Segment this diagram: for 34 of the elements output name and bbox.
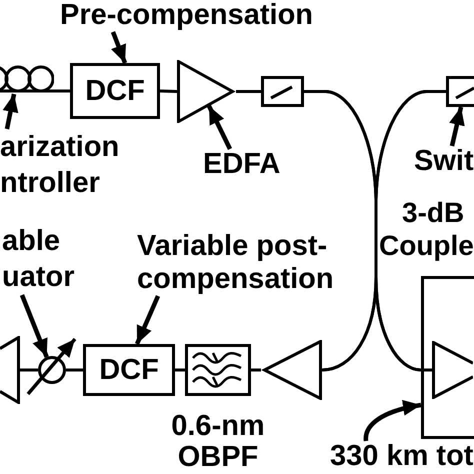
fiber-line (374, 90, 446, 372)
component-box: DCF (83, 344, 175, 396)
amplifier-triangle (432, 341, 473, 399)
fiber-coil (0, 65, 54, 93)
fiber-line (160, 90, 178, 93)
fiber-line (20, 368, 38, 372)
callout-text: EDFA (203, 149, 280, 181)
callout-text: able uator (2, 223, 82, 295)
leader-arrow (134, 295, 160, 345)
fiber-line (175, 368, 185, 372)
loop-frame (421, 276, 474, 439)
fiber-line (66, 368, 83, 372)
leader-arrow (2, 94, 18, 130)
component-caption: 0.6-nm OBPF (170, 411, 266, 473)
callout-text: Pre-compensation (60, 0, 313, 32)
leader-arrow (110, 31, 128, 64)
coupler-label: 3-dB Couple (379, 196, 474, 262)
amplifier-triangle (0, 336, 20, 404)
isolator-symbol (261, 76, 304, 107)
switch-symbol (446, 76, 474, 107)
amplifier-triangle (261, 340, 322, 400)
amplifier-triangle (177, 60, 236, 123)
fiber-line (251, 368, 261, 372)
leader-arrow (20, 294, 49, 358)
callout-text: Swit (414, 146, 474, 178)
callout-text: 330 km tot (330, 441, 474, 473)
fiber-line (54, 90, 70, 92)
leader-arrow (449, 106, 465, 146)
callout-text: arization ntroller (0, 129, 125, 201)
fiber-line (236, 90, 261, 93)
leader-arrow (206, 105, 232, 150)
callout-text: Variable post- compensation (137, 230, 337, 296)
component-box: DCF (70, 63, 160, 119)
bandpass-filter-symbol (185, 344, 251, 396)
